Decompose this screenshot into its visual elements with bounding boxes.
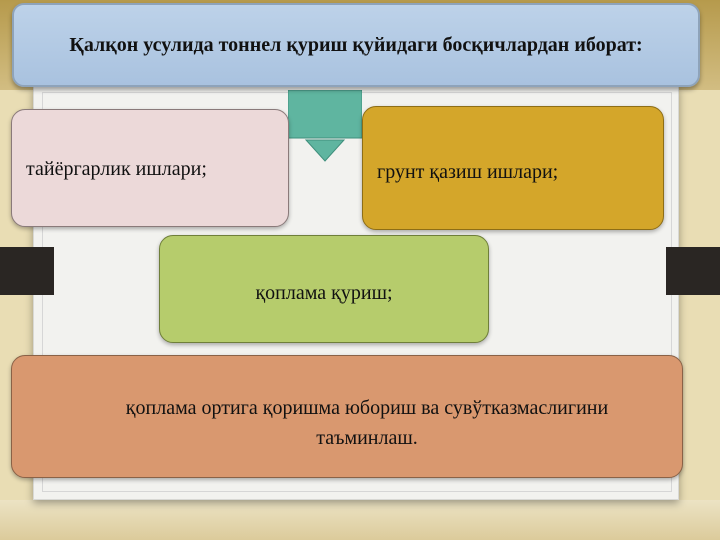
- step-injection-box: қоплама ортига қоришма юбориш ва сувўтка…: [11, 355, 683, 478]
- step-excavation-box: грунт қазиш ишлари;: [362, 106, 664, 230]
- left-side-tab: [0, 247, 54, 295]
- step-preparation-label: тайёргарлик ишлари;: [26, 158, 207, 180]
- step-excavation-label: грунт қазиш ишлари;: [377, 161, 559, 183]
- page-title: Қалқон усулида тоннел қуриш қуйидаги бос…: [69, 33, 643, 56]
- step-lining-label: қоплама қуриш;: [255, 282, 393, 304]
- step-injection-label: қоплама ортига қоришма юбориш ва сувўтка…: [62, 393, 672, 453]
- background-bottom-band: [0, 500, 720, 540]
- step-injection-line1: қоплама ортига қоришма юбориш ва сувўтка…: [125, 397, 609, 419]
- step-lining-box: қоплама қуриш;: [159, 235, 489, 343]
- down-arrow-icon: [288, 90, 362, 162]
- title-box: Қалқон усулида тоннел қуриш қуйидаги бос…: [12, 3, 700, 87]
- right-side-tab: [666, 247, 720, 295]
- step-injection-line2: таъминлаш.: [316, 427, 418, 449]
- step-preparation-box: тайёргарлик ишлари;: [11, 109, 289, 227]
